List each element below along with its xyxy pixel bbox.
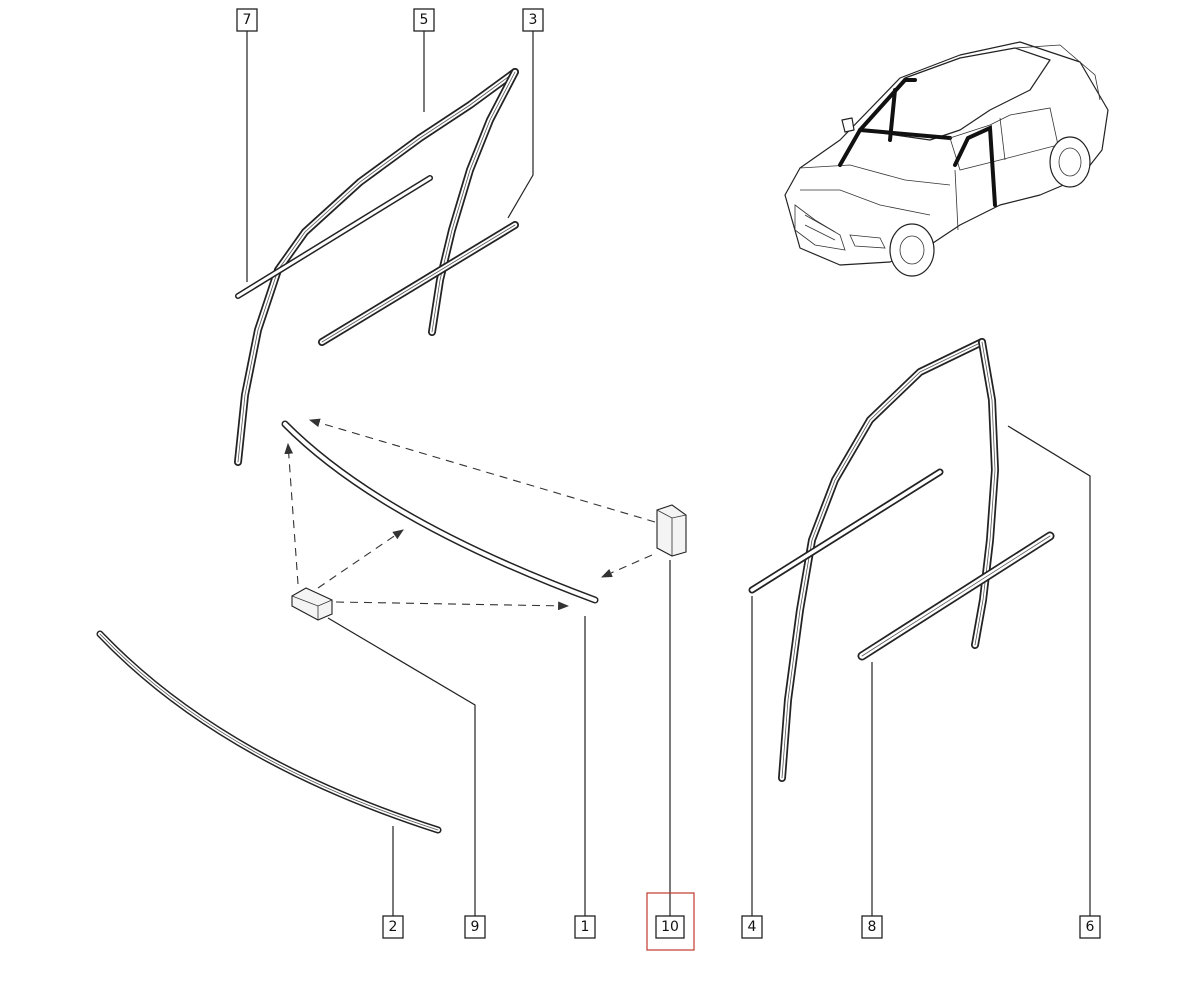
part-8-lower-strip [857,531,1055,661]
part-4-belt-strip [748,468,944,594]
part-7-belt-strip [235,175,433,299]
callout-9-label: 9 [471,919,480,935]
callout-7-label: 7 [243,12,252,28]
callout-10-label: 10 [661,919,679,935]
callout-6[interactable]: 6 [1079,915,1101,939]
callout-10[interactable]: 10 [646,892,695,951]
callout-2[interactable]: 2 [382,915,404,939]
callout-3[interactable]: 3 [522,8,544,32]
part-6-door-frame [778,338,999,782]
callout-1-label: 1 [581,919,590,935]
car-illustration [784,41,1109,277]
callout-8-label: 8 [868,919,877,935]
assembly-arrows [284,418,656,611]
callout-1[interactable]: 1 [574,915,596,939]
part-10-pad [656,504,687,557]
part-1-arc-strip [281,420,599,604]
callout-4[interactable]: 4 [741,915,763,939]
callout-5-label: 5 [420,12,429,28]
callout-3-label: 3 [529,12,538,28]
part-2-arc-strip [96,630,442,834]
callout-9[interactable]: 9 [464,915,486,939]
part-3-lower-strip [318,221,519,346]
callout-4-label: 4 [748,919,757,935]
callout-6-label: 6 [1086,919,1095,935]
part-5-upper-frame [234,68,519,466]
part-9-clip [291,587,333,621]
callout-10-highlight [646,892,695,951]
callout-7[interactable]: 7 [236,8,258,32]
callout-2-label: 2 [389,919,398,935]
leader-lines [246,31,1091,916]
callout-8[interactable]: 8 [861,915,883,939]
callout-5[interactable]: 5 [413,8,435,32]
